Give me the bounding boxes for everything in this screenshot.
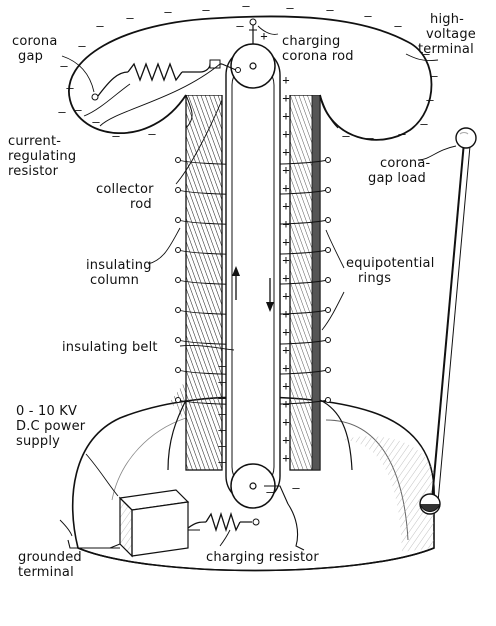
plus-charge: + xyxy=(282,271,289,285)
minus-charge: – xyxy=(218,359,226,373)
ring-end xyxy=(175,397,181,403)
plus-charge: + xyxy=(282,325,289,339)
charging-corona-rod xyxy=(249,18,257,44)
ring-end xyxy=(325,337,331,343)
minus-charge: – xyxy=(218,391,226,405)
ring-end xyxy=(175,157,181,163)
minus-charge: – xyxy=(74,103,82,117)
ring-end xyxy=(325,307,331,313)
plus-charge: + xyxy=(282,199,289,213)
ring-end xyxy=(175,217,181,223)
minus-charge: – xyxy=(66,81,74,95)
minus-charge: – xyxy=(60,59,68,73)
plus-charge: + xyxy=(282,145,289,159)
plus-charge: + xyxy=(282,217,289,231)
plus-charge: + xyxy=(282,289,289,303)
minus-charge: – xyxy=(218,455,226,469)
ring-end xyxy=(175,277,181,283)
ring-end xyxy=(325,367,331,373)
collector-rod xyxy=(221,63,241,73)
minus-charge: – xyxy=(218,375,226,389)
plus-charge: + xyxy=(282,379,289,393)
plus-charge: + xyxy=(282,433,289,447)
minus-charge: – xyxy=(426,93,434,107)
minus-charge: – xyxy=(236,19,244,33)
plus-charge: + xyxy=(282,127,289,141)
minus-charge: – xyxy=(218,439,226,453)
label-insulating-belt: insulating belt xyxy=(62,340,158,355)
plus-charge: + xyxy=(282,163,289,177)
ring-end xyxy=(325,277,331,283)
plus-charge: + xyxy=(282,307,289,321)
plus-charge: + xyxy=(282,451,289,465)
minus-charge: – xyxy=(326,3,334,17)
minus-charge: – xyxy=(430,69,438,83)
plus-charge: + xyxy=(282,73,289,87)
minus-charge: – xyxy=(218,407,226,421)
minus-charge: – xyxy=(164,5,172,19)
label-high-voltage-terminal: high- voltage terminal xyxy=(418,12,476,57)
minus-charge: – xyxy=(286,1,294,15)
ring-end xyxy=(175,247,181,253)
corona-gap-load xyxy=(419,127,477,515)
power-supply-box xyxy=(108,489,200,558)
ring-end xyxy=(175,367,181,373)
plus-charge: + xyxy=(260,29,267,43)
minus-charge: – xyxy=(292,481,300,495)
minus-charge: – xyxy=(266,485,274,499)
minus-charge: – xyxy=(422,47,430,61)
ring-end xyxy=(325,187,331,193)
current-regulating-resistor xyxy=(91,59,222,101)
leader-lines xyxy=(59,25,457,547)
label-charging-resistor: charging resistor xyxy=(206,550,319,565)
minus-charge: – xyxy=(342,129,350,143)
ring-end xyxy=(325,397,331,403)
minus-charge: – xyxy=(218,423,226,437)
plus-charge: + xyxy=(282,181,289,195)
ring-end xyxy=(175,337,181,343)
plus-charge: + xyxy=(282,397,289,411)
label-corona-gap-load: corona-gap load xyxy=(368,156,431,186)
ring-end xyxy=(175,307,181,313)
ring-end xyxy=(325,247,331,253)
ring-end xyxy=(325,217,331,223)
minus-charge: – xyxy=(92,115,100,129)
minus-charge: – xyxy=(126,11,134,25)
plus-charge: + xyxy=(282,361,289,375)
plus-charge: + xyxy=(282,109,289,123)
plus-charge: + xyxy=(282,253,289,267)
top-pulley xyxy=(230,43,276,89)
label-current-regulating-resistor: current- regulating resistor xyxy=(8,134,77,179)
minus-charge: – xyxy=(366,131,374,145)
minus-charge: – xyxy=(78,39,86,53)
minus-charge: – xyxy=(112,129,120,143)
minus-charge: – xyxy=(96,19,104,33)
ring-end xyxy=(175,187,181,193)
minus-charge: – xyxy=(398,127,406,141)
minus-charge: – xyxy=(58,105,66,119)
minus-charge: – xyxy=(394,19,402,33)
plus-charge: + xyxy=(282,91,289,105)
plus-charge: + xyxy=(282,343,289,357)
plus-charge: + xyxy=(282,415,289,429)
minus-charge: – xyxy=(202,3,210,17)
insulating-belt xyxy=(225,47,281,504)
label-power-supply: 0 - 10 KV D.C power supply xyxy=(16,404,86,449)
minus-charge: – xyxy=(420,117,428,131)
ring-end xyxy=(325,157,331,163)
minus-charge: – xyxy=(364,9,372,23)
minus-charge: – xyxy=(148,127,156,141)
charge-signs: +++++++++++++++++++++++–––––––––––––––––… xyxy=(58,0,438,499)
charging-resistor xyxy=(67,485,305,551)
plus-charge: + xyxy=(282,235,289,249)
minus-charge: – xyxy=(242,0,250,13)
